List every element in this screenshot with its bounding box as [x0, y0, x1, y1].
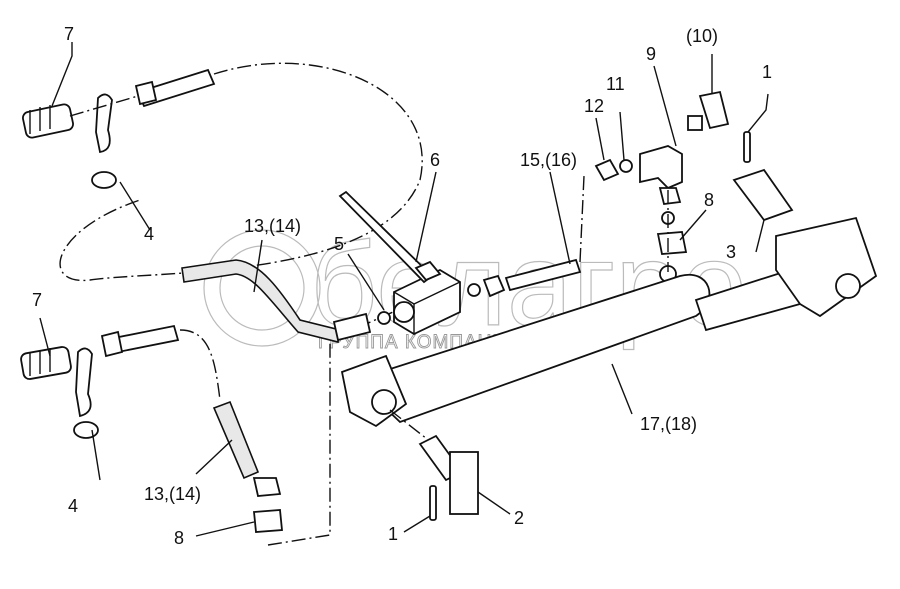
clevis-hole — [835, 273, 861, 299]
dust-cap-top — [95, 93, 113, 154]
callout-1-top: 1 — [762, 62, 772, 82]
callout-7-bottom: 7 — [32, 290, 42, 310]
ring-11 — [619, 159, 633, 173]
fitting-nut-valve — [332, 312, 372, 342]
callout-2: 2 — [514, 508, 524, 528]
callout-17: 17,(18) — [640, 414, 697, 434]
cap-plug-top — [91, 171, 117, 189]
dust-cap-bottom — [75, 347, 93, 418]
elbow-9 — [639, 145, 683, 190]
valve-nut — [482, 274, 506, 298]
valve-port — [393, 301, 415, 323]
cylinder-barrel — [354, 273, 711, 424]
callout-3: 3 — [726, 242, 736, 262]
adapter-lower — [253, 509, 283, 533]
hydraulic-cylinder — [340, 216, 878, 428]
callout-12: 12 — [584, 96, 604, 116]
callout-8-lower: 8 — [174, 528, 184, 548]
watermark-ring-inner — [219, 245, 305, 331]
hose-line-lower — [179, 329, 221, 401]
tube-15 — [504, 258, 582, 292]
watermark-ring-outer — [203, 229, 321, 347]
tee-branch — [687, 115, 703, 131]
tee-10 — [698, 90, 730, 130]
pin-1-bottom — [429, 485, 437, 521]
connection-line — [267, 299, 421, 546]
callout-4-bottom: 4 — [68, 496, 78, 516]
seal-ring-5 — [377, 311, 391, 325]
nut-upper — [658, 187, 682, 205]
cap-plug-bottom — [73, 421, 99, 439]
seal-ring — [467, 283, 481, 297]
hose-nut-bottom — [100, 330, 124, 358]
coupling-top — [22, 68, 216, 189]
pin-3 — [732, 168, 794, 222]
adapter-8 — [656, 231, 688, 255]
hose-line-upper — [59, 62, 423, 282]
quick-coupler-bottom — [20, 346, 72, 380]
leader-lines — [39, 42, 769, 537]
clip-2 — [449, 451, 479, 515]
coupling-bottom — [20, 324, 180, 439]
callout-8-upper: 8 — [704, 190, 714, 210]
hose-nut-top — [134, 80, 158, 106]
callout-5: 5 — [334, 234, 344, 254]
callout-1-bottom: 1 — [388, 524, 398, 544]
hose-lower — [212, 400, 260, 480]
base-clevis-hole — [371, 389, 397, 415]
callout-6: 6 — [430, 150, 440, 170]
callout-4-top: 4 — [144, 224, 154, 244]
callout-11: 11 — [606, 74, 625, 94]
hose-nut-lower — [252, 477, 282, 497]
control-valve — [338, 190, 461, 336]
callout-9: 9 — [646, 44, 656, 64]
hose-upper — [181, 259, 341, 343]
nut-12 — [594, 158, 620, 182]
callout-7-top: 7 — [64, 24, 74, 44]
lever-pivot — [414, 260, 442, 282]
callout-15: 15,(16) — [520, 150, 577, 170]
pin-1-top — [743, 131, 751, 163]
callout-10: (10) — [686, 26, 718, 46]
callout-13-upper: 13,(14) — [244, 216, 301, 236]
callout-13-lower: 13,(14) — [144, 484, 201, 504]
